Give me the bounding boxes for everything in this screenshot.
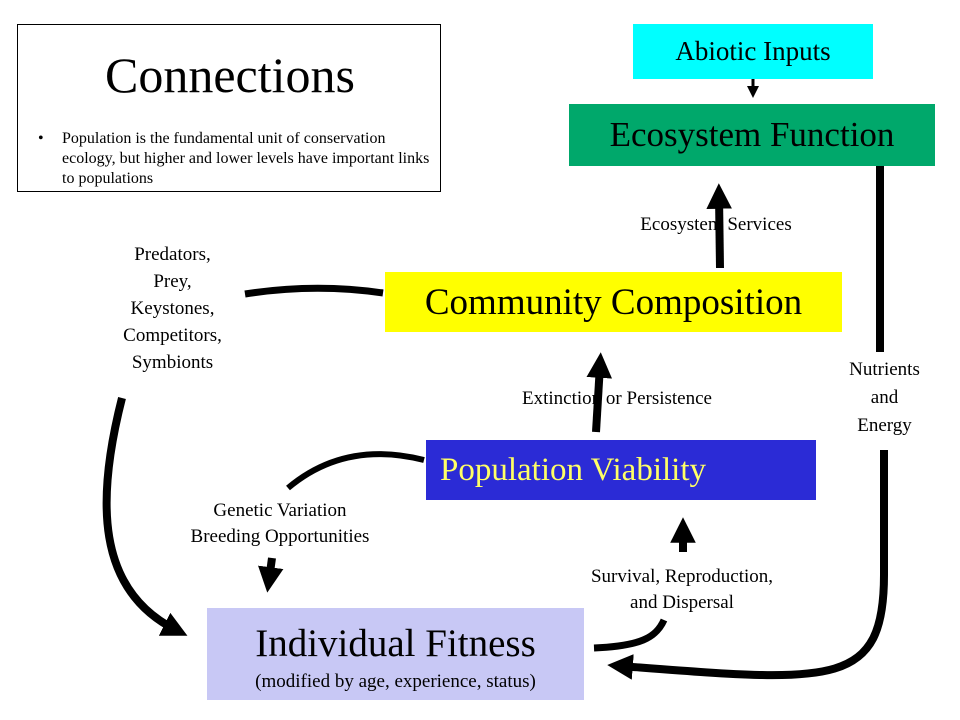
bullet-glyph: • [38,130,44,147]
individual-fitness-note: (modified by age, experience, status) [255,671,536,692]
label-predators-list: Predators, Prey, Keystones, Competitors,… [80,241,265,376]
label-genetic-breeding: Genetic Variation Breeding Opportunities [140,498,420,550]
label-competitors: Competitors, [123,325,222,346]
page-title: Connections [105,47,355,103]
label-genetic-variation: Genetic Variation [213,500,347,521]
label-nutrients: Nutrients [849,359,920,380]
arrow-nutrients-to-individual [607,450,888,680]
label-prey: Prey, [153,271,192,292]
arrow-community-to-ecosystem [706,183,732,269]
arrow-population-to-community [586,352,613,433]
arrow-predators-to-individual [102,397,188,636]
label-keystones: Keystones, [130,298,215,319]
bullet-text: Population is the fundamental unit of co… [62,130,430,187]
title-box: Connections • Population is the fundamen… [17,24,441,192]
label-survival-reproduction: Survival, Reproduction, [590,566,774,587]
label-symbionts: Symbionts [131,352,214,373]
node-population-viability: Population Viability [426,440,816,500]
label-extinction-persistence: Extinction or Persistence [522,388,712,409]
individual-fitness-title: Individual Fitness [255,622,536,665]
label-nutrients-energy: Nutrients and Energy [812,356,957,440]
link-population-to-genetic [286,451,425,491]
label-survival-dispersal: Survival, Reproduction, and Dispersal [546,564,818,616]
link-community-to-predators [244,284,384,298]
label-energy: Energy [857,415,912,436]
label-breeding-opportunities: Breeding Opportunities [190,526,370,547]
node-individual-fitness: Individual Fitness (modified by age, exp… [207,608,584,700]
node-community-composition: Community Composition [385,272,842,332]
label-and: and [870,387,899,408]
node-abiotic-inputs: Abiotic Inputs [633,24,873,79]
label-dispersal: and Dispersal [630,592,734,613]
label-ecosystem-services: Ecosystem Services [640,214,792,235]
arrow-genetic-to-individual [258,557,284,593]
label-predators: Predators, [134,244,211,265]
node-ecosystem-function: Ecosystem Function [569,104,935,166]
link-individual-to-survival [593,618,668,652]
